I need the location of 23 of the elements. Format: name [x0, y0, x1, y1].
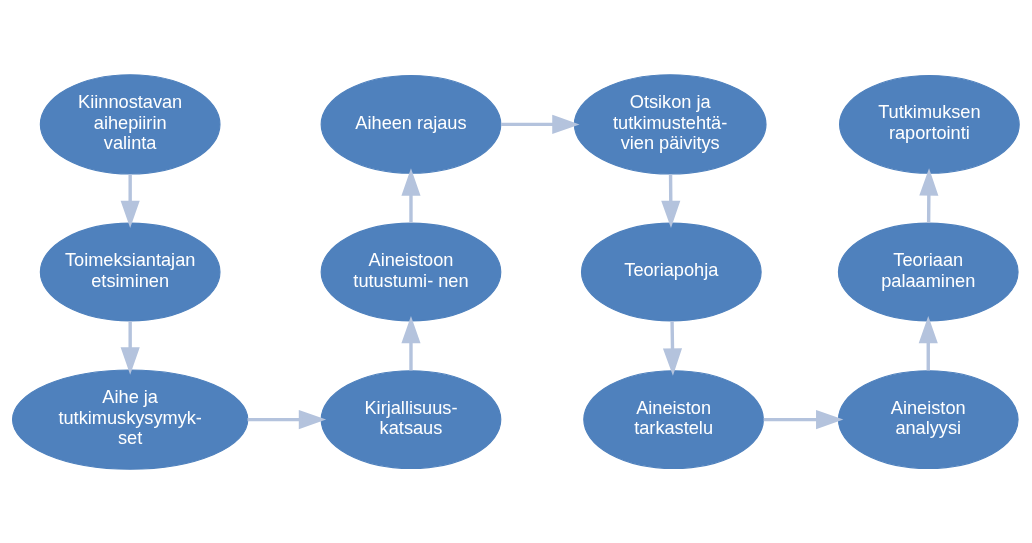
arrow	[401, 167, 421, 223]
node-ellipse: Teoriaan palaaminen	[837, 222, 1019, 321]
node-ellipse: Toimeksiantajan etsiminen	[39, 222, 221, 321]
node-ellipse: Teoriapohja	[580, 222, 762, 321]
arrow	[401, 315, 421, 371]
arrow	[918, 315, 938, 371]
arrow	[661, 173, 681, 228]
node-ellipse: Kirjallisuus- katsaus	[320, 369, 502, 469]
node-ellipse: Kiinnostavan aihepiirin valinta	[39, 73, 221, 175]
node-ellipse: Otsikon ja tutkimustehtä- vien päivitys	[573, 73, 767, 175]
arrow	[662, 320, 683, 376]
node-ellipse: Tutkimuksen raportointi	[839, 74, 1020, 174]
arrow	[763, 409, 844, 429]
node-ellipse: Aiheen rajaus	[320, 74, 502, 174]
node-ellipse: Aineiston analyysi	[837, 369, 1019, 469]
arrow	[247, 409, 327, 429]
arrow	[120, 173, 140, 228]
arrow	[120, 320, 140, 375]
node-ellipse: Aineistoon tutustumi- nen	[320, 222, 502, 321]
arrow	[501, 114, 580, 134]
arrow	[919, 167, 939, 223]
node-ellipse: Aihe ja tutkimuskysymyk- set	[11, 368, 249, 470]
node-ellipse: Aineiston tarkastelu	[583, 369, 764, 469]
